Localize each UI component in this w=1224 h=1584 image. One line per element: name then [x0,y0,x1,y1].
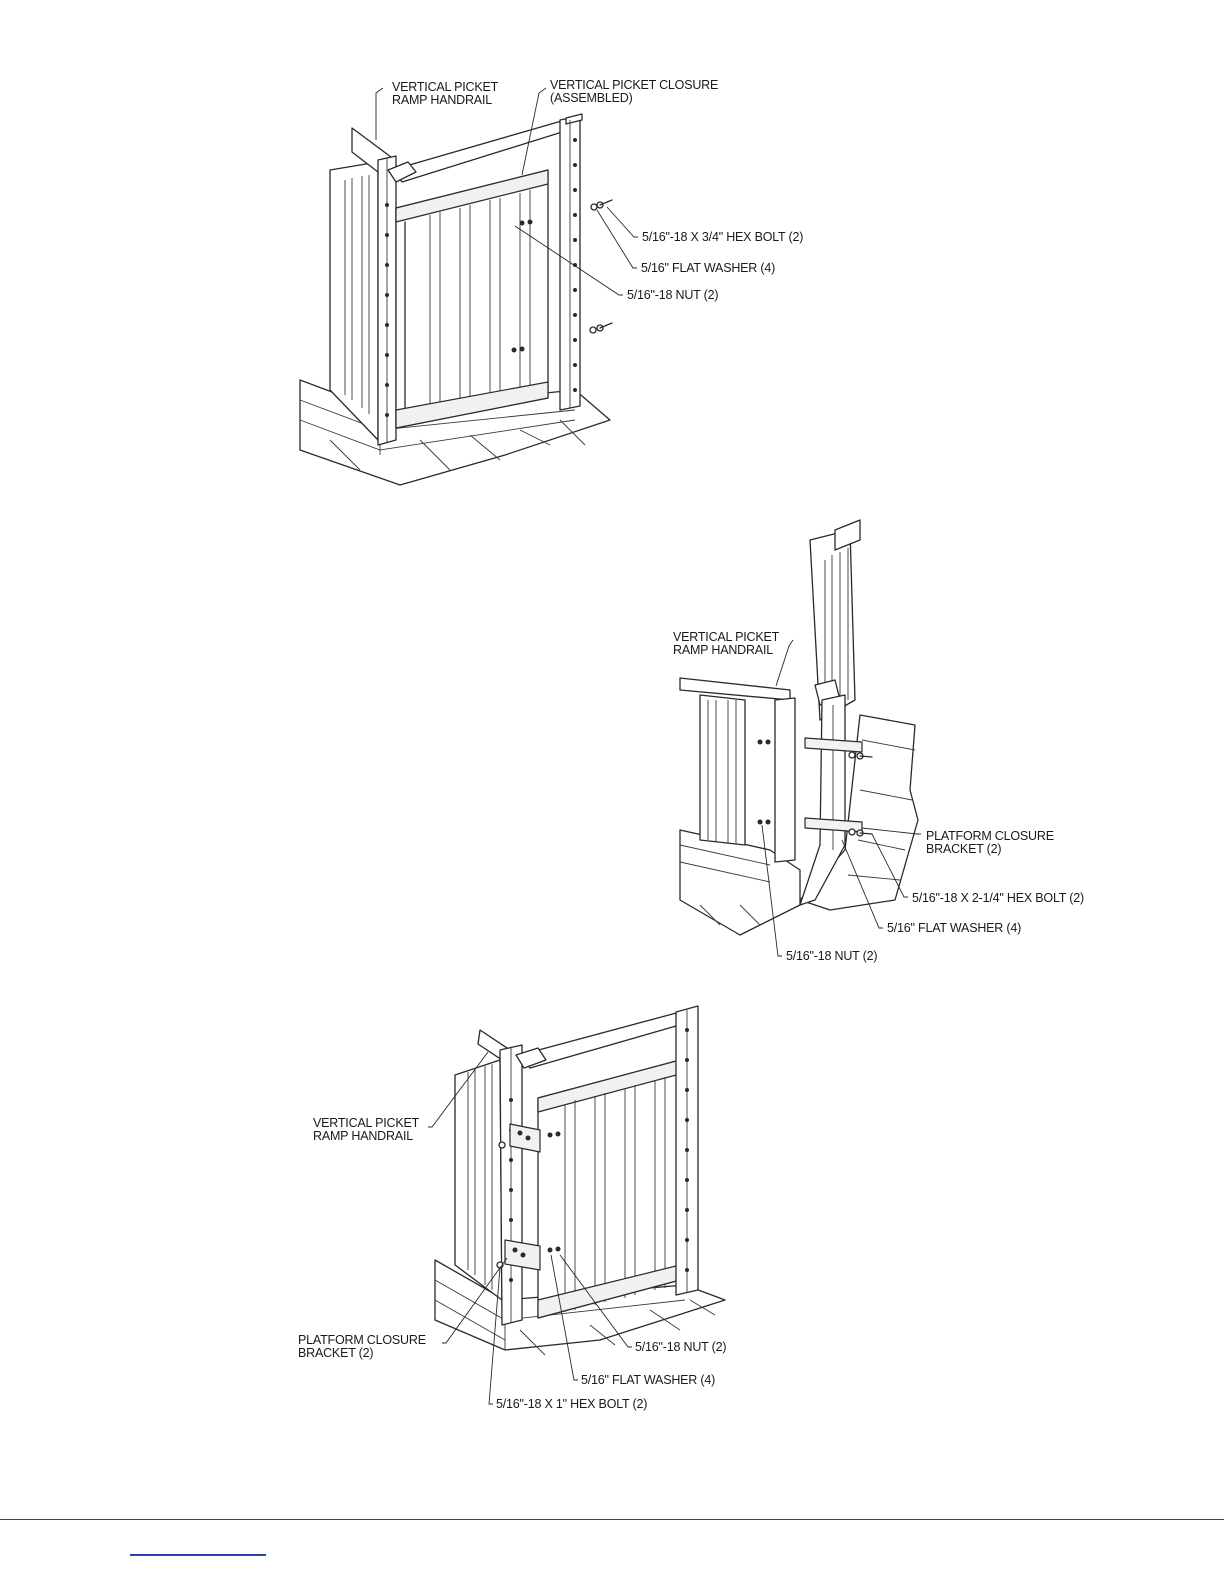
d1-handrail-label-line1: VERTICAL PICKET [392,80,499,94]
d2-handrail-label-line1: VERTICAL PICKET [673,630,780,644]
d1-washer-label: 5/16" FLAT WASHER (4) [641,261,775,275]
diagram-3-right-post [675,1005,699,1296]
diagram-1-closure-assembly: VERTICAL PICKET RAMP HANDRAIL VERTICAL P… [299,78,803,486]
d2-washer-label: 5/16" FLAT WASHER (4) [887,921,1021,935]
diagram-1-right-post [559,113,583,411]
diagram-1-closure-panel [395,169,549,429]
diagram-2-leaders [761,639,921,957]
d2-nut-label: 5/16"-18 NUT (2) [786,949,877,963]
d1-closure-label-line1: VERTICAL PICKET CLOSURE [550,78,718,92]
diagram-2-platform-brackets [757,737,873,837]
diagram-2-ramp-handrail [679,677,796,863]
d2-bracket-label-line2: BRACKET (2) [926,842,1001,856]
d3-handrail-label-line1: VERTICAL PICKET [313,1116,420,1130]
diagram-1-left-post [377,155,397,446]
diagram-1-hardware [589,199,613,334]
d1-handrail-label-line2: RAMP HANDRAIL [392,93,492,107]
d1-bolt-label: 5/16"-18 X 3/4" HEX BOLT (2) [642,230,803,244]
diagram-1-leaders [375,87,638,296]
footer-divider [0,1519,1224,1520]
d2-bolt-label: 5/16"-18 X 2-1/4" HEX BOLT (2) [912,891,1084,905]
d3-bolt-label: 5/16"-18 X 1" HEX BOLT (2) [496,1397,647,1411]
diagram-3-closure-panel [537,1059,681,1319]
diagram-3-top-rail [515,1011,691,1069]
d2-handrail-label-line2: RAMP HANDRAIL [673,643,773,657]
diagram-1-top-rail [387,119,576,183]
d2-bracket-label-line1: PLATFORM CLOSURE [926,829,1054,843]
d1-nut-label: 5/16"-18 NUT (2) [627,288,718,302]
d3-nut-label: 5/16"-18 NUT (2) [635,1340,726,1354]
diagram-2-deck [679,714,919,936]
diagram-2-platform-connection: VERTICAL PICKET RAMP HANDRAIL PLATFORM C… [673,519,1084,963]
d3-bracket-label-line1: PLATFORM CLOSURE [298,1333,426,1347]
diagram-3-left-post [499,1044,523,1326]
d3-bracket-label-line2: BRACKET (2) [298,1346,373,1360]
d3-handrail-label-line2: RAMP HANDRAIL [313,1129,413,1143]
diagram-3-labels: VERTICAL PICKET RAMP HANDRAIL PLATFORM C… [298,1116,727,1411]
diagram-3-platform-bracket-assembly: VERTICAL PICKET RAMP HANDRAIL PLATFORM C… [298,1005,727,1411]
diagram-1-labels: VERTICAL PICKET RAMP HANDRAIL VERTICAL P… [392,78,803,302]
diagram-3-leaders [428,1051,632,1405]
d1-closure-label-line2: (ASSEMBLED) [550,91,633,105]
footer-link-underline[interactable] [130,1554,266,1556]
diagram-3-ramp-handrail [454,1029,526,1301]
diagram-2-labels: VERTICAL PICKET RAMP HANDRAIL PLATFORM C… [673,630,1084,963]
d3-washer-label: 5/16" FLAT WASHER (4) [581,1373,715,1387]
